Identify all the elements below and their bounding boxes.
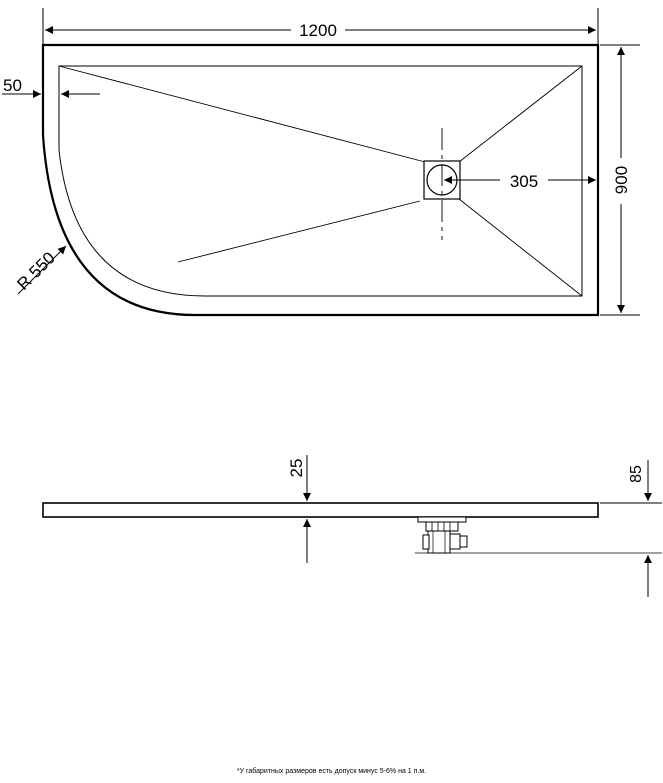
tray-slab <box>42 502 599 518</box>
slope-line <box>177 200 421 263</box>
rim-label: 50 <box>3 76 22 95</box>
width-label: 1200 <box>299 21 337 40</box>
slope-line <box>458 65 583 163</box>
total-height-dimension: 85 <box>415 460 662 597</box>
drain-fitting <box>417 516 468 554</box>
drain-offset-label: 305 <box>510 172 538 191</box>
total-height-label: 85 <box>628 465 645 483</box>
top-view: 1200 900 50 R 550 305 <box>2 8 640 317</box>
footnote: *У габаритных размеров есть допуск минус… <box>236 768 427 775</box>
radius-dimension: R 550 <box>13 245 67 295</box>
slope-line <box>58 65 426 163</box>
rim-dimension: 50 <box>2 76 100 98</box>
tray-inner-rim <box>58 65 583 297</box>
height-dimension: 900 <box>600 44 640 316</box>
thickness-label: 25 <box>287 459 306 478</box>
thickness-dimension: 25 <box>287 455 311 563</box>
width-dimension: 1200 <box>42 8 599 44</box>
radius-label: R 550 <box>13 248 59 294</box>
slope-line <box>458 198 583 297</box>
side-view: 25 85 <box>42 455 662 597</box>
tray-outline <box>41 43 600 317</box>
height-label: 900 <box>612 166 631 194</box>
drain-offset-dimension: 305 <box>444 172 596 191</box>
